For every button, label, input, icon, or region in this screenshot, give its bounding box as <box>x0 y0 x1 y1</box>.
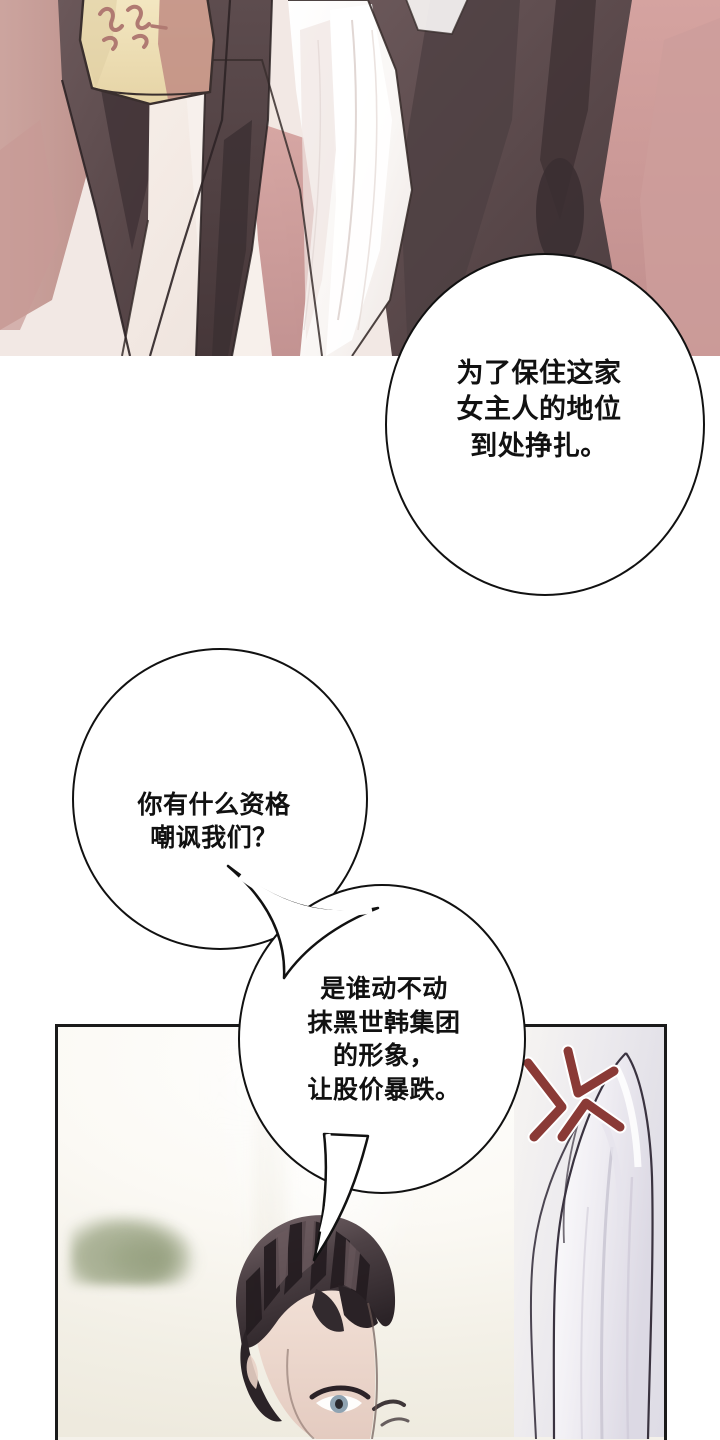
man-character-head <box>198 1199 418 1439</box>
upper-panel-closeup <box>0 0 720 356</box>
gold-armband <box>78 0 216 106</box>
speech-bubble-top: 为了保住这家 女主人的地位 到处挣扎。 <box>385 253 705 596</box>
speech-bubble-lower-right-tail <box>312 1132 370 1262</box>
speech-bubble-lower-right-text: 是谁动不动 抹黑世韩集团 的形象， 让股价暴跌。 <box>307 974 461 1104</box>
speech-bubble-middle-left-tail <box>226 864 380 980</box>
speech-bubble-top-text: 为了保住这家 女主人的地位 到处挣扎。 <box>456 358 622 462</box>
upper-panel-artwork <box>0 0 720 356</box>
speech-bubble-middle-left-text: 你有什么资格 嘲讽我们？ <box>137 789 291 853</box>
shrub-shadow <box>110 1225 200 1283</box>
anger-vein-mark-icon <box>521 1041 642 1171</box>
woman-in-white-dress <box>508 1027 664 1439</box>
